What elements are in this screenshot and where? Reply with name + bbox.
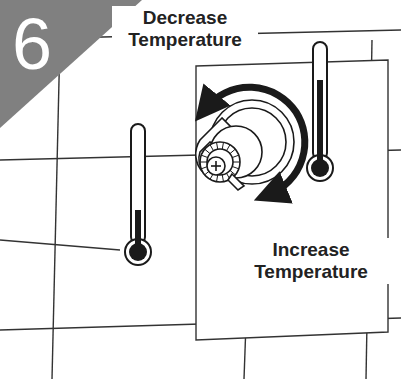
spline-tooth: [230, 149, 235, 153]
spline-tooth: [227, 145, 231, 151]
thermometer-right: [307, 42, 333, 181]
spline-tooth: [233, 162, 240, 163]
temperature-label: Decrease Temperature: [112, 6, 258, 52]
spline-tooth: [232, 155, 239, 157]
spline-tooth: [217, 175, 218, 182]
tile-grid: [0, 30, 401, 379]
spline-tooth: [210, 145, 214, 151]
spline-tooth: [201, 155, 208, 157]
escutcheon-plate: [196, 60, 388, 340]
spline-tooth: [222, 142, 223, 149]
spline-tooth: [200, 162, 207, 163]
spline-tooth: [222, 175, 223, 182]
spline-tooth: [217, 142, 218, 149]
spline-tooth: [205, 149, 210, 153]
rotation-arrow: [206, 87, 305, 194]
thermometer-left: [125, 124, 151, 265]
spline-tooth: [232, 166, 239, 168]
temperature-label: Increase Temperature: [224, 238, 398, 284]
valve-cartridge: [196, 100, 294, 190]
